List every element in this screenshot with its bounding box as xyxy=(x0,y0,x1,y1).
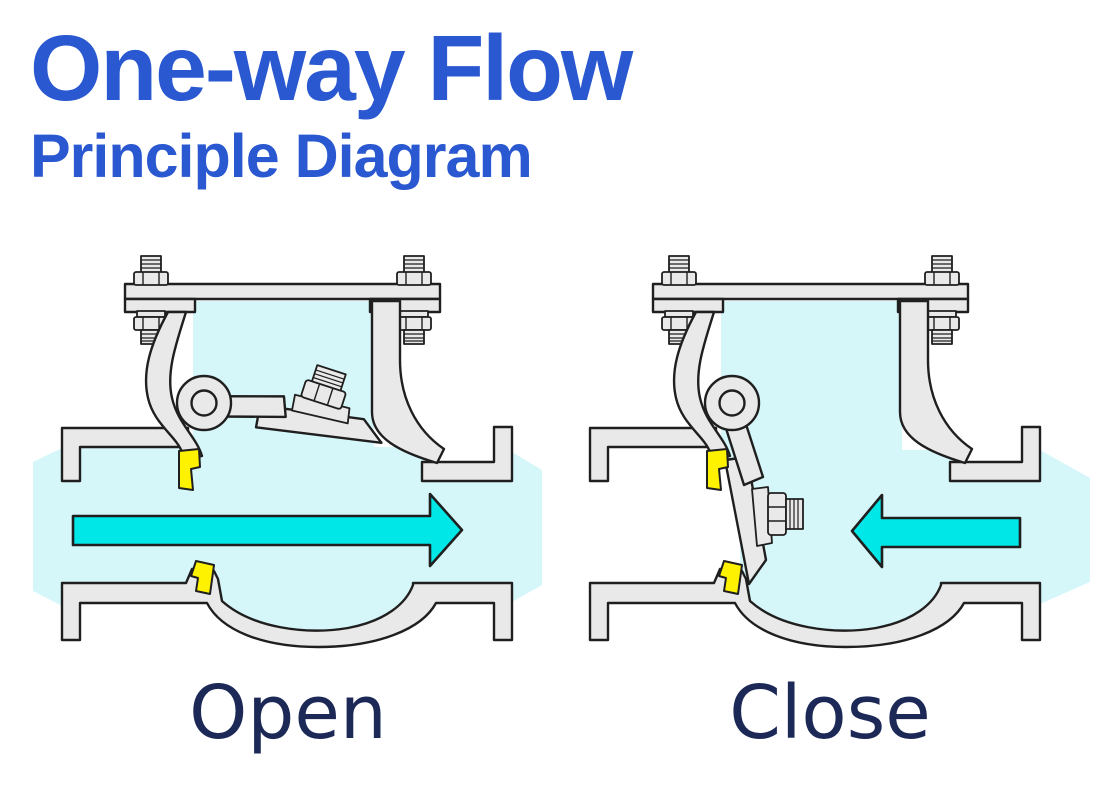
valve-state-label-close: Close xyxy=(729,670,931,756)
fluid-body-cavity xyxy=(721,301,902,460)
fluid-inlet-funnel xyxy=(33,448,62,606)
fluid-bowl xyxy=(750,594,939,630)
page-subtitle: Principle Diagram xyxy=(30,122,532,190)
page-title: One-way Flow xyxy=(30,16,634,120)
flow-arrow-left-icon xyxy=(850,493,1022,569)
hinge-boss xyxy=(175,374,233,432)
valve-close-diagram: Close xyxy=(590,256,1090,756)
fluid-bowl xyxy=(222,594,411,630)
hinge-boss xyxy=(703,374,761,432)
flow-arrow-right-icon xyxy=(71,492,464,568)
valve-state-label-open: Open xyxy=(189,670,387,756)
valve-open-diagram: Open xyxy=(33,256,542,756)
fluid-inlet-funnel xyxy=(1040,450,1090,604)
fluid-outlet-funnel xyxy=(512,452,542,602)
